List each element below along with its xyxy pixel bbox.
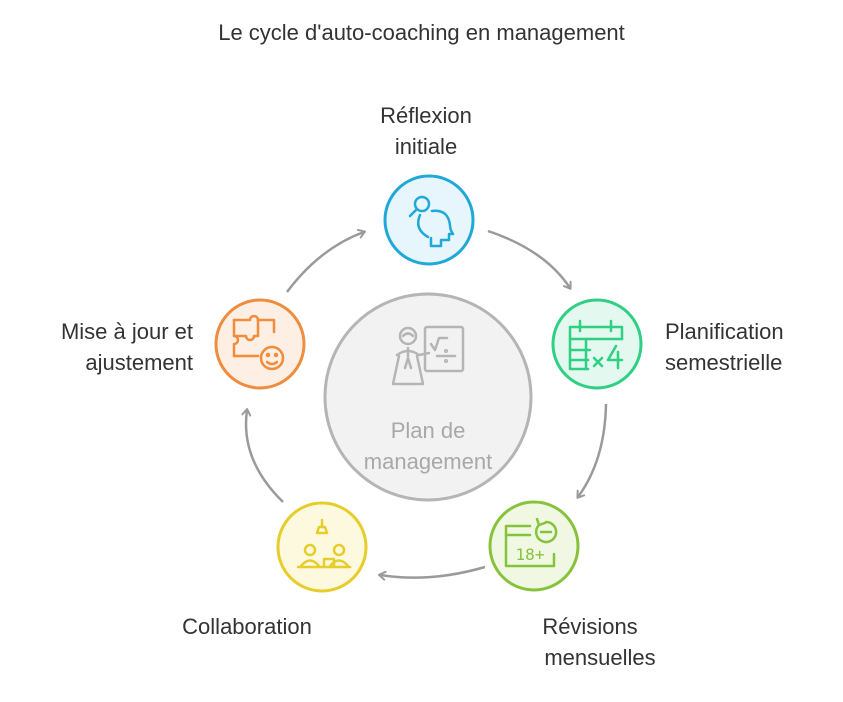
- label-mise-a-jour-line2: ajustement: [85, 350, 193, 375]
- center-label-line2: management: [364, 449, 492, 474]
- arrow-reflexion-to-planification: [487, 229, 572, 290]
- label-revisions-line2: mensuelles: [544, 645, 655, 670]
- label-mise-a-jour-line1: Mise à jour et: [61, 319, 193, 344]
- calendar-x4-icon: [568, 319, 624, 371]
- label-collaboration: Collaboration: [182, 614, 312, 639]
- node-collaboration: [276, 501, 368, 593]
- arrow-collaboration-to-mise-a-jour: [241, 408, 284, 503]
- label-revisions-line1: Révisions: [542, 614, 637, 639]
- arrow-mise-a-jour-to-reflexion: [286, 228, 366, 293]
- label-planification-line2: semestrielle: [665, 350, 782, 375]
- arrow-revisions-to-collaboration: [378, 565, 486, 581]
- teacher-board-icon: [391, 325, 465, 386]
- calendar-18-plus-icon: [504, 517, 558, 568]
- center-label-line1: Plan de: [391, 418, 466, 443]
- meeting-lamp-icon: [296, 518, 352, 569]
- node-mise-a-jour: [214, 298, 306, 390]
- node-revisions: [488, 500, 580, 592]
- diagram-title: Le cycle d'auto-coaching en management: [218, 20, 625, 45]
- arrow-planification-to-revisions: [576, 403, 608, 499]
- node-reflexion: [383, 174, 475, 266]
- node-planification: [551, 298, 643, 390]
- label-reflexion-line1: Réflexion: [380, 103, 472, 128]
- label-reflexion-line2: initiale: [395, 134, 457, 159]
- head-magnifier-icon: [408, 195, 455, 248]
- label-planification-line1: Planification: [665, 319, 784, 344]
- center-node: [323, 292, 533, 502]
- puzzle-face-icon: [232, 314, 285, 371]
- calendar-18-plus-text: 18+: [516, 545, 545, 564]
